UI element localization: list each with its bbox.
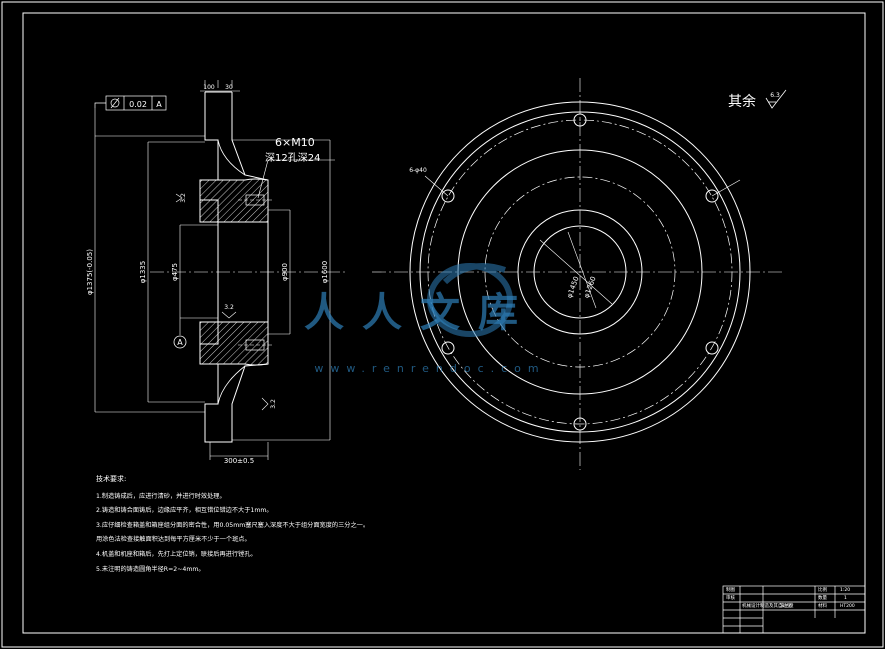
thread-callout-line1: 6×M10 [275, 136, 315, 149]
dim-d900: φ900 [281, 263, 289, 281]
notes-heading: 技术要求: [96, 475, 127, 483]
datum-label: A [177, 338, 183, 347]
tb-drawing-name: 法兰盘 [780, 604, 794, 609]
thread-callout-line2: 深12孔深24 [265, 152, 320, 164]
tolerance-frame [94, 95, 167, 111]
tb-c2: 审核 [726, 596, 735, 601]
tolerance-value: 0.02 [129, 100, 147, 109]
technical-notes: 技术要求: 1.制造铸成后，应进行清砂，并进行时效处理。 2.铸造和铸合面铸后，… [96, 472, 616, 577]
note-line-2: 2.铸造和铸合面铸后，边缘应平齐，相互错位错边不大于1mm。 [96, 507, 273, 515]
tb-c6: 1 [844, 596, 847, 601]
tb-school: 机械设计制造及其自动化 [742, 604, 792, 609]
note-line-4: 用涂色法检查接触面积达到每平方厘米不少于一个斑点。 [96, 536, 251, 544]
tb-c7: 材料 [818, 604, 827, 609]
inner-frame [22, 12, 866, 634]
rough-upper: 3.2 [180, 193, 187, 203]
roughness-symbols [175, 193, 269, 411]
front-hole-label: 6-φ40 [409, 167, 427, 174]
front-view [372, 78, 785, 470]
tolerance-datum: A [156, 100, 162, 109]
dim-d475: φ475 [171, 263, 179, 281]
front-d1450: φ1450 [566, 275, 581, 299]
roughness-value: 6.3 [770, 92, 780, 99]
dim-top-right: 30 [225, 84, 233, 91]
rough-mid: 3.2 [224, 304, 234, 311]
tb-c1: 制图 [726, 588, 735, 593]
tb-c4: 1:20 [840, 588, 851, 593]
note-line-6: 5.未注明的铸造圆角半径R=2~4mm。 [96, 565, 205, 573]
dimension-lines [94, 80, 335, 460]
tb-c3: 比例 [818, 588, 827, 593]
roughness-label: 其余 [728, 93, 756, 110]
note-line-1: 1.制造铸成后，应进行清砂，并进行时效处理。 [96, 492, 226, 500]
tb-c8: HT200 [840, 604, 855, 609]
dim-d1600: φ1600 [321, 261, 329, 283]
dim-d1375: φ1375(-0.05) [86, 249, 94, 295]
dim-d1335: φ1335 [139, 261, 147, 283]
note-line-5: 4.机盖和机座和箱后，先打上定位销，联接后再进行镗孔。 [96, 550, 257, 558]
note-line-3: 3.应仔细检查箱盖和箱座组分面的密合性，用0.05mm塞尺塞入深度不大于组分面宽… [96, 521, 370, 529]
tb-c5: 数量 [818, 596, 827, 601]
watermark-text: 人人文库 [304, 290, 536, 336]
watermark-url: www.renrendoc.com [314, 362, 545, 375]
roughness-symbol [765, 89, 787, 109]
dim-bottom: 300±0.5 [224, 457, 254, 465]
front-d1260: φ1260 [583, 275, 598, 299]
dim-top-left: 100 [203, 84, 215, 91]
rough-lower: 3.2 [270, 399, 277, 409]
section-view [150, 91, 345, 443]
watermark-logo [427, 263, 513, 337]
title-block [722, 585, 866, 634]
